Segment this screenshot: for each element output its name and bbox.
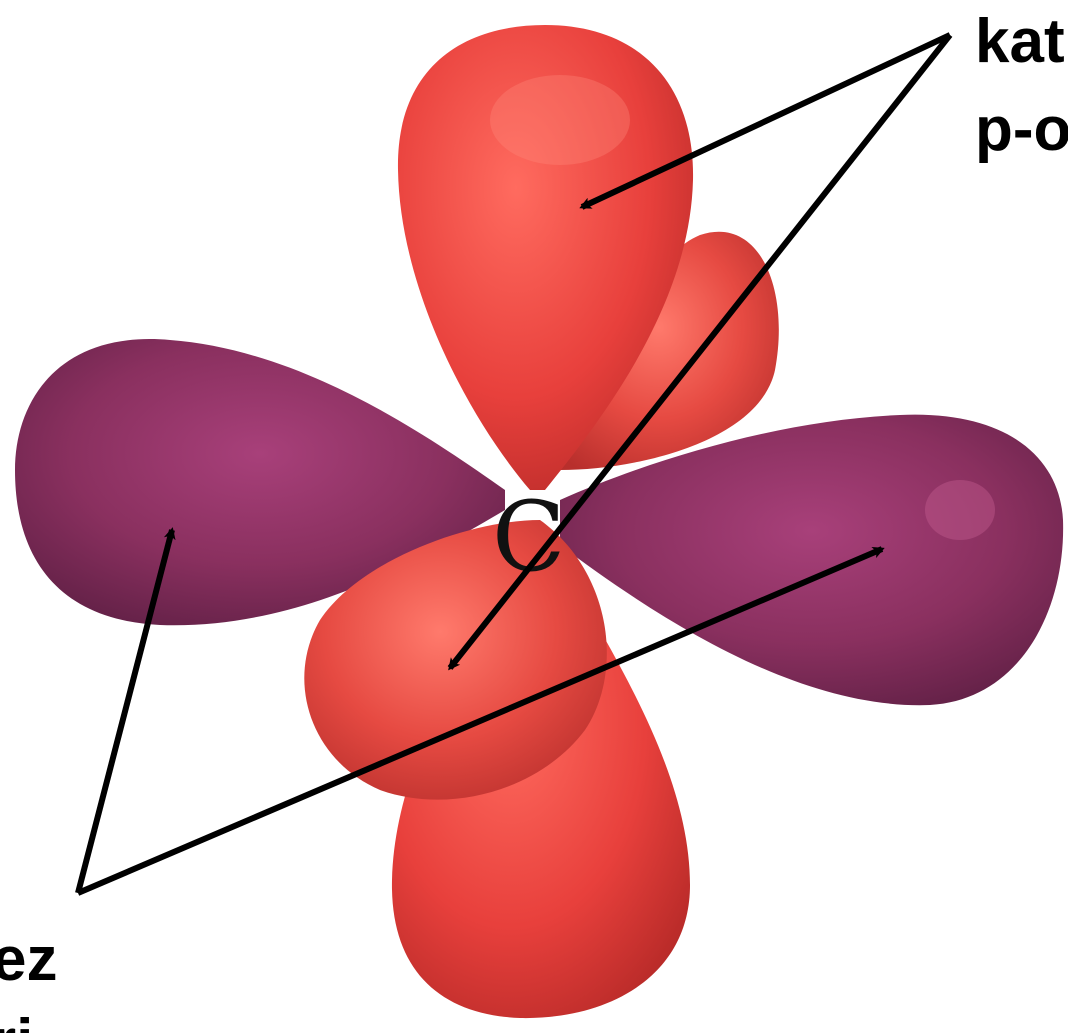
red-lobe-back-upper <box>560 231 779 470</box>
label-top-right-line1: kat <box>975 7 1065 76</box>
purple-lobe-right <box>560 414 1064 706</box>
arrow-to-left-purple <box>75 527 176 894</box>
label-top-right-line2: p-o <box>975 95 1068 164</box>
highlight-top <box>490 75 630 165</box>
label-bottom-left-line2: ri <box>0 1007 33 1033</box>
purple-lobe-left <box>15 339 505 626</box>
highlight-right <box>925 480 995 540</box>
arrow-to-right-purple <box>76 546 885 896</box>
red-lobe-top <box>397 25 694 490</box>
arrow-to-front-lobe <box>447 33 953 671</box>
arrow-to-top-lobe <box>579 32 952 210</box>
arrows <box>75 32 953 896</box>
label-bottom-left-line1: ez <box>0 925 57 994</box>
